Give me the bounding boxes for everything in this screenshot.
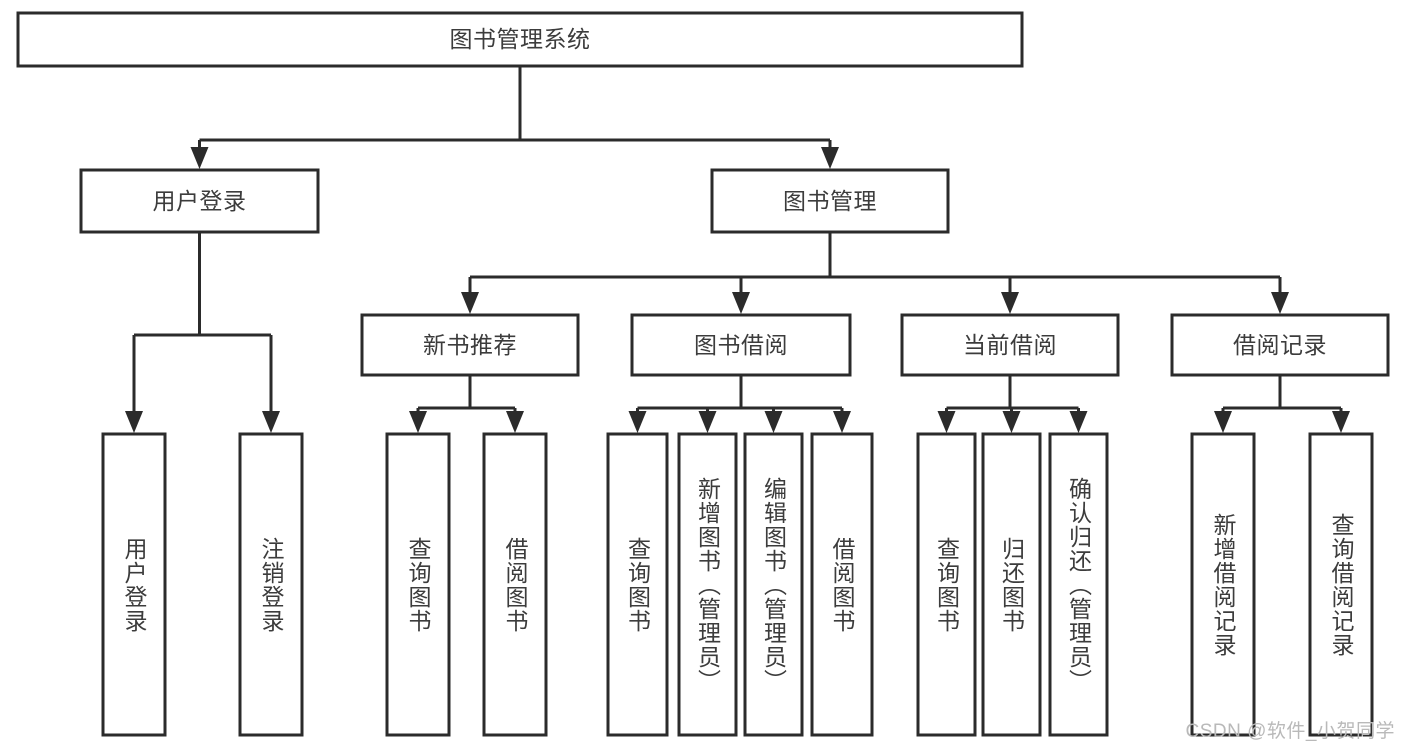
arrow-head-level2-to-level3-0 [461, 292, 479, 314]
arrow-head-level2-to-level3-3 [1271, 292, 1289, 314]
node-box-level3-新书推荐-0[interactable] [360, 313, 580, 377]
arrow-head-用户登录-to-leaf-1 [262, 411, 280, 433]
arrow-head-图书借阅-to-leaf-1 [698, 411, 717, 433]
node-box-level2-图书管理-1[interactable] [710, 168, 950, 234]
arrow-head-level2-to-level3-2 [1001, 292, 1019, 314]
arrow-head-root-to-level2-0 [190, 147, 209, 169]
arrow-head-用户登录-to-leaf-0 [125, 411, 143, 433]
arrow-head-借阅记录-to-leaf-1 [1332, 411, 1350, 433]
node-box-leaf-查询图书-8[interactable] [916, 432, 977, 737]
arrow-head-当前借阅-to-leaf-2 [1069, 411, 1088, 433]
node-box-leaf-用户登录-0[interactable] [101, 432, 167, 737]
node-box-level3-当前借阅-2[interactable] [900, 313, 1120, 377]
arrow-head-图书借阅-to-leaf-2 [764, 411, 783, 433]
node-box-root-图书管理系统-0[interactable] [16, 11, 1024, 68]
node-box-layer [16, 11, 1390, 737]
node-box-leaf-确认归还管理员-10[interactable] [1048, 432, 1109, 737]
arrow-head-新书推荐-to-leaf-0 [409, 411, 427, 433]
arrow-head-新书推荐-to-leaf-1 [506, 411, 524, 433]
node-box-leaf-查询借阅记录-12[interactable] [1308, 432, 1374, 737]
node-box-leaf-新增借阅记录-11[interactable] [1190, 432, 1256, 737]
node-box-leaf-归还图书-9[interactable] [981, 432, 1042, 737]
arrow-head-当前借阅-to-leaf-0 [937, 411, 956, 433]
node-box-leaf-注销登录-1[interactable] [238, 432, 304, 737]
connector-layer [125, 66, 1350, 433]
node-box-leaf-编辑图书管理员-6[interactable] [743, 432, 804, 737]
arrow-head-借阅记录-to-leaf-0 [1214, 411, 1232, 433]
node-box-level2-用户登录-0[interactable] [79, 168, 320, 234]
arrow-head-当前借阅-to-leaf-1 [1002, 411, 1021, 433]
node-box-level3-图书借阅-1[interactable] [630, 313, 852, 377]
node-box-level3-借阅记录-3[interactable] [1170, 313, 1390, 377]
node-box-leaf-新增图书管理员-5[interactable] [677, 432, 738, 737]
node-box-leaf-借阅图书-7[interactable] [810, 432, 874, 737]
arrow-head-level2-to-level3-1 [732, 292, 750, 314]
arrow-head-图书借阅-to-leaf-3 [833, 411, 851, 433]
arrow-head-图书借阅-to-leaf-0 [628, 411, 647, 433]
arrow-head-root-to-level2-1 [821, 147, 839, 169]
node-box-leaf-查询图书-4[interactable] [606, 432, 669, 737]
node-box-leaf-借阅图书-3[interactable] [482, 432, 548, 737]
node-box-leaf-查询图书-2[interactable] [385, 432, 451, 737]
